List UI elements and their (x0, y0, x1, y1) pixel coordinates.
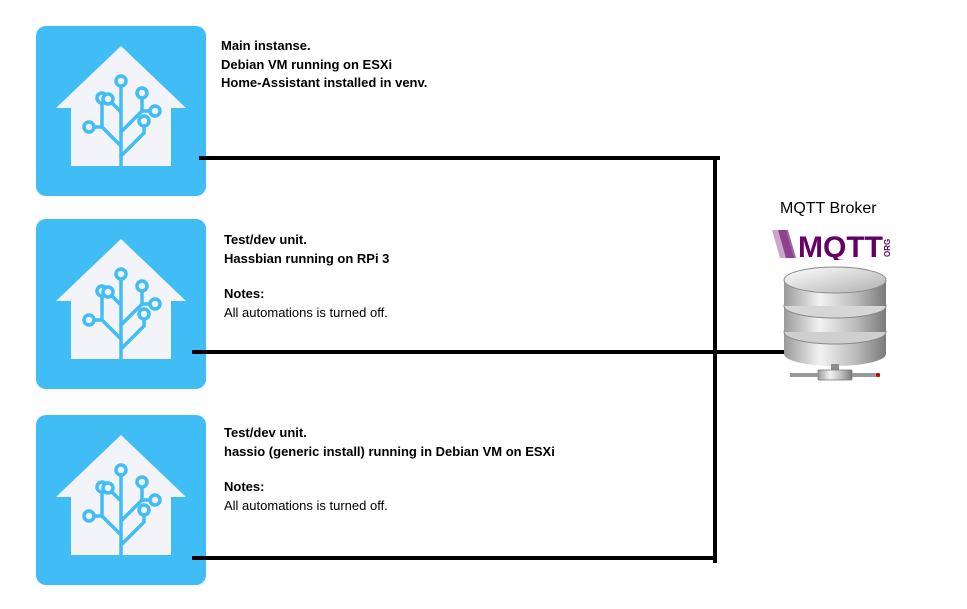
notes-label: Notes: (224, 286, 265, 301)
notes-text: All automations is turned off. (224, 497, 388, 513)
node-detail: Debian VM running on ESXi (221, 56, 393, 72)
notes-text: All automations is turned off. (224, 304, 388, 320)
node-description-hassio: Test/dev unit. hassio (generic install) … (224, 424, 555, 515)
node-detail: hassio (generic install) running in Debi… (224, 443, 555, 459)
mqtt-logo: MQTT ORG (772, 228, 894, 264)
wire-trunk-vertical (713, 156, 717, 563)
home-assistant-icon (36, 26, 206, 196)
node-detail: Home-Assistant installed in venv. (221, 75, 428, 90)
notes-label: Notes: (224, 479, 265, 494)
mqtt-logo-suffix: ORG (883, 239, 892, 257)
node-description-main: Main instanse. Debian VM running on ESXi… (221, 37, 427, 93)
home-assistant-icon-rpi (36, 219, 206, 389)
node-title: Test/dev unit. (224, 232, 307, 247)
home-assistant-icon (36, 415, 206, 585)
database-server-icon (760, 260, 910, 385)
wire-main-horizontal (199, 156, 720, 160)
node-description-rpi: Test/dev unit. Hassbian running on RPi 3… (224, 231, 389, 322)
home-assistant-icon-hassio (36, 415, 206, 585)
wire-hassio-horizontal (192, 556, 715, 560)
mqtt-logo-text: MQTT (798, 231, 883, 260)
wire-rpi-horizontal (192, 350, 784, 354)
broker-title: MQTT Broker (780, 200, 877, 217)
home-assistant-icon (36, 219, 206, 389)
node-title: Main instanse. (221, 38, 311, 53)
home-assistant-icon-main (36, 26, 206, 196)
node-title: Test/dev unit. (224, 425, 307, 440)
node-detail: Hassbian running on RPi 3 (224, 250, 390, 266)
